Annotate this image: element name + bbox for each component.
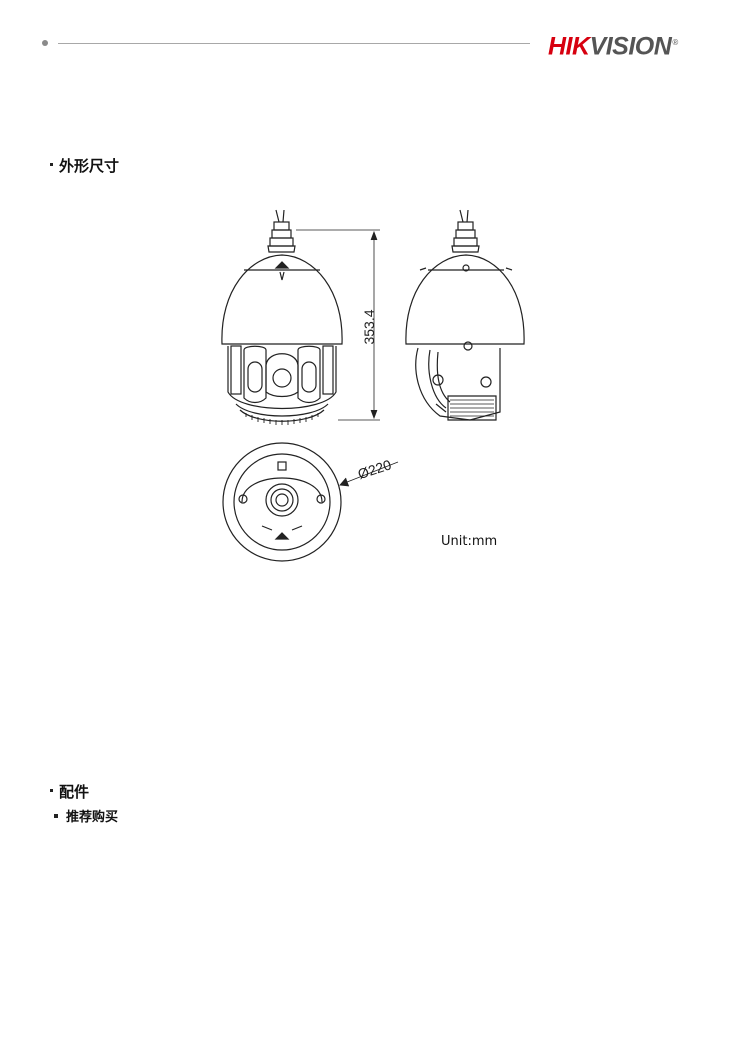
logo-text-grey: VISION bbox=[589, 32, 672, 61]
bullet-icon bbox=[50, 789, 53, 792]
bullet-icon bbox=[50, 163, 53, 166]
diameter-dimension-label: Ø220 bbox=[356, 456, 394, 482]
accessory-item: 推荐购买 bbox=[54, 810, 118, 826]
dimension-drawing: 353.4 Ø220 bbox=[221, 209, 525, 562]
section-title-accessories-text: 配件 bbox=[59, 783, 90, 801]
height-dimension bbox=[296, 229, 380, 421]
registered-mark: ® bbox=[672, 38, 678, 47]
top-view bbox=[222, 442, 342, 562]
header-rule bbox=[58, 43, 530, 44]
hikvision-logo: HIKVISION® bbox=[548, 28, 678, 61]
unit-label: Unit:mm bbox=[441, 534, 498, 549]
height-dimension-label: 353.4 bbox=[361, 309, 377, 344]
front-view bbox=[221, 209, 343, 425]
square-bullet-icon bbox=[54, 813, 58, 818]
logo-text-red: HIK bbox=[548, 32, 590, 61]
header-dot bbox=[42, 40, 48, 46]
section-title-dimensions-text: 外形尺寸 bbox=[59, 157, 120, 175]
diameter-dimension bbox=[339, 461, 399, 487]
section-title-accessories: 配件 bbox=[50, 783, 89, 801]
accessory-item-label: 推荐购买 bbox=[66, 810, 119, 825]
section-title-dimensions: 外形尺寸 bbox=[50, 157, 119, 175]
side-view bbox=[405, 209, 525, 421]
